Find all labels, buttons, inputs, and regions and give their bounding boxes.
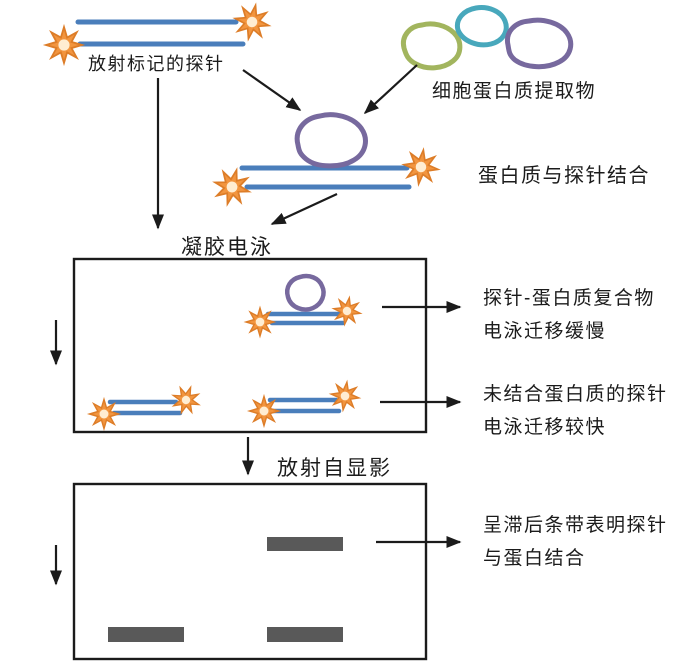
label-autoradiography: 放射自显影 [277, 457, 392, 480]
radiolabel-star-icon [45, 26, 83, 64]
radiolabel-star-icon [248, 395, 280, 427]
label-shifted-band-result: 呈滞后条带表明探针 与蛋白结合 [483, 509, 668, 575]
label-shifted-band-result-line2: 与蛋白结合 [483, 548, 586, 569]
protein-blob-green-icon [400, 21, 463, 71]
label-complex-migration-line2: 电泳迁移缓慢 [483, 321, 607, 342]
radiolabel-star-icon [400, 146, 442, 188]
label-complex-migration-line1: 探针-蛋白质复合物 [483, 288, 655, 309]
label-free-probe-migration-line1: 未结合蛋白质的探针 [483, 384, 668, 405]
label-radiolabeled-probe: 放射标记的探针 [88, 54, 225, 74]
gel-box [72, 257, 428, 434]
label-protein-probe-binding: 蛋白质与探针结合 [478, 165, 650, 187]
label-cell-protein-extract: 细胞蛋白质提取物 [432, 81, 597, 102]
bound-protein-blob-icon [294, 112, 368, 169]
label-shifted-band-result-line1: 呈滞后条带表明探针 [483, 515, 668, 536]
label-free-probe-migration-line2: 电泳迁移较快 [483, 417, 607, 438]
label-gel-electrophoresis: 凝胶电泳 [181, 236, 273, 259]
label-free-probe-migration: 未结合蛋白质的探针 电泳迁移较快 [483, 378, 668, 444]
arrow-probe-to-binding [242, 69, 302, 111]
free-probe-band [108, 627, 184, 642]
arrow-binding-to-gel [270, 193, 338, 225]
radiolabel-star-icon [245, 307, 275, 337]
arrow-extract-to-binding [363, 64, 418, 115]
complex-protein-blob-icon [285, 273, 326, 312]
radiolabel-star-icon [88, 398, 120, 430]
free-probe-band [267, 627, 343, 642]
protein-blob-teal-icon [454, 5, 509, 48]
label-complex-migration: 探针-蛋白质复合物 电泳迁移缓慢 [483, 282, 655, 348]
shifted-band [267, 537, 343, 551]
protein-blob-purple-icon [504, 17, 574, 70]
